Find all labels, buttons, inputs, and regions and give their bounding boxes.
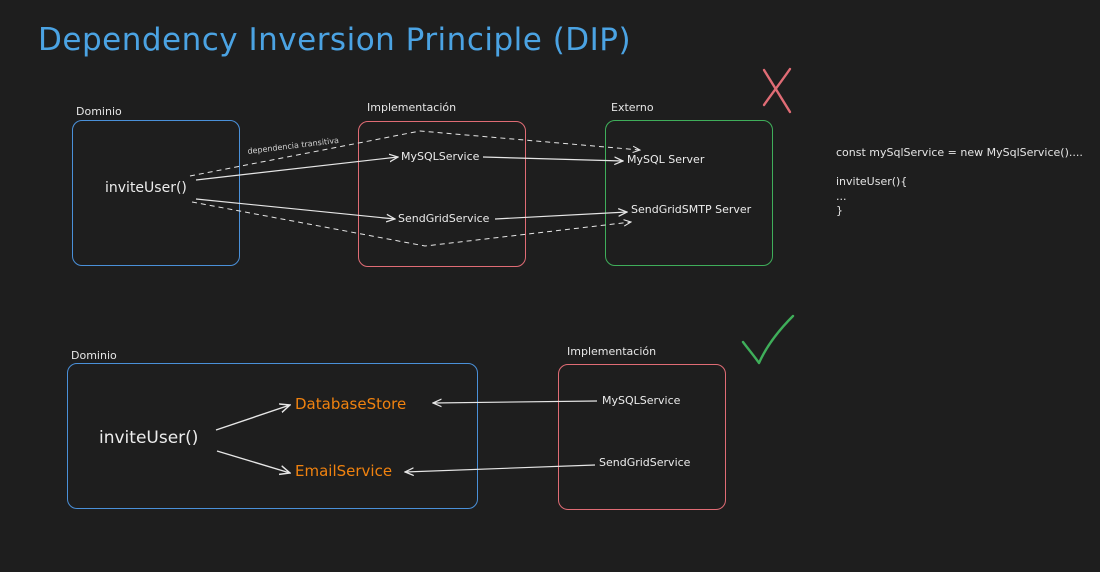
top-domain-box [72, 120, 240, 266]
page-title: Dependency Inversion Principle (DIP) [38, 22, 632, 58]
bottom-invite-user: inviteUser() [99, 428, 199, 448]
bottom-sendgrid-service: SendGridService [599, 456, 691, 469]
top-impl-label: Implementación [367, 101, 457, 114]
top-domain-label: Dominio [76, 105, 122, 118]
email-service: EmailService [295, 462, 393, 480]
check-icon [741, 314, 795, 365]
code-snippet: const mySqlService = new MySqlService().… [836, 146, 1083, 219]
cross-icon [762, 67, 792, 114]
bottom-domain-label: Dominio [71, 349, 117, 362]
top-sendgrid-server: SendGridSMTP Server [631, 203, 752, 216]
database-store: DatabaseStore [295, 395, 407, 413]
top-external-box [605, 120, 773, 266]
bottom-mysql-service: MySQLService [602, 394, 681, 407]
top-mysql-service: MySQLService [401, 150, 480, 163]
code-line [836, 161, 1083, 176]
bottom-domain-box [67, 363, 478, 509]
code-line: } [836, 204, 843, 217]
top-invite-user: inviteUser() [105, 180, 187, 196]
top-mysql-server: MySQL Server [627, 153, 705, 166]
code-line: ... [836, 189, 847, 203]
top-external-label: Externo [611, 101, 654, 114]
bottom-impl-label: Implementación [567, 345, 657, 358]
code-line: inviteUser(){ [836, 175, 908, 188]
top-sendgrid-service: SendGridService [398, 212, 490, 225]
bottom-impl-box [558, 364, 726, 510]
transitive-dependency-label: dependencia transitiva [247, 135, 340, 156]
top-impl-box [358, 121, 526, 267]
code-line: const mySqlService = new MySqlService().… [836, 146, 1083, 159]
